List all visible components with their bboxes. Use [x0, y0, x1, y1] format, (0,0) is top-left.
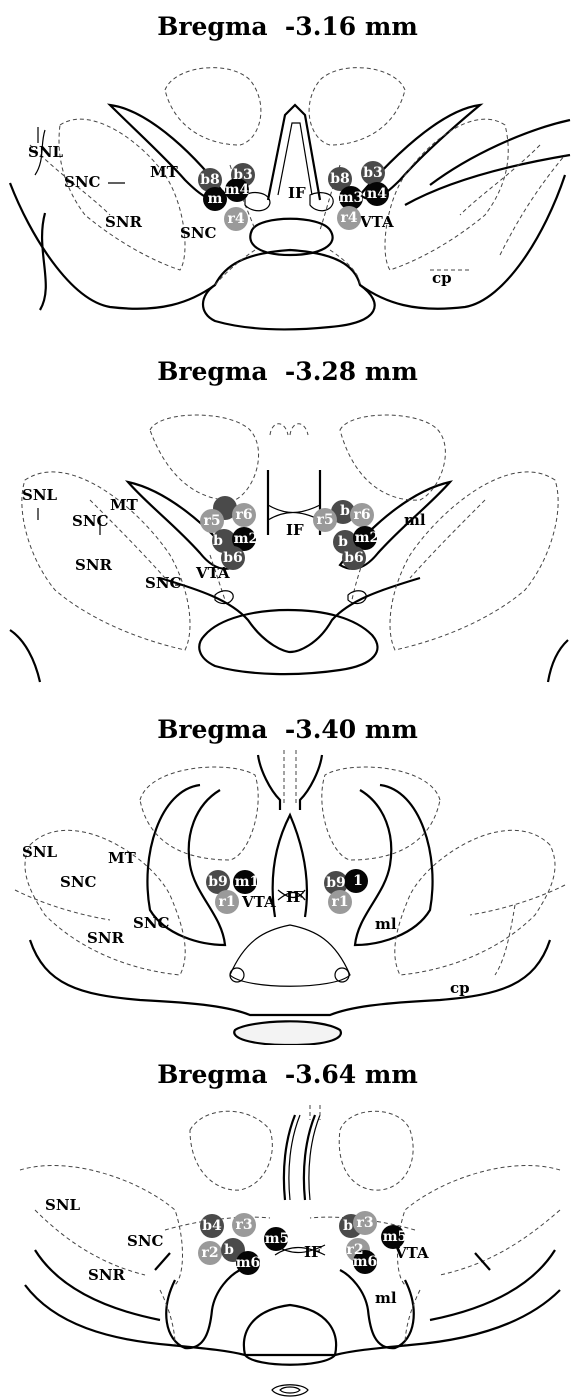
- marker-label: m: [208, 191, 223, 207]
- label-snr: SNR: [88, 1266, 126, 1284]
- marker-label: r5: [203, 513, 220, 529]
- marker-label: b: [224, 1242, 234, 1258]
- marker-label: r6: [235, 507, 252, 523]
- marker-label: m6: [236, 1255, 261, 1271]
- panel-title: Bregma -3.64 mm: [0, 1060, 575, 1089]
- label-snc: SNC: [72, 512, 109, 530]
- marker-label: r2: [201, 1245, 218, 1261]
- label-snl: SNL: [45, 1196, 81, 1214]
- label-snr: SNR: [87, 929, 125, 947]
- marker-label: r3: [235, 1217, 252, 1233]
- marker-label: r1: [218, 894, 235, 910]
- marker-label: b6: [344, 550, 364, 566]
- marker-label: b: [340, 503, 350, 519]
- label-snc: SNC: [64, 173, 101, 191]
- marker-label: b: [338, 534, 348, 550]
- marker-label: r1: [331, 894, 348, 910]
- label-cp: cp: [432, 269, 452, 287]
- label-snl: SNL: [28, 143, 64, 161]
- marker-label: m2: [355, 530, 380, 546]
- label-if: IF: [304, 1243, 322, 1261]
- marker-label: b6: [223, 550, 243, 566]
- marker-label: m2: [234, 531, 259, 547]
- label-mt: MT: [150, 163, 179, 181]
- label-snc: SNC: [127, 1232, 164, 1250]
- label-snc: SNC: [133, 914, 170, 932]
- marker-label: r4: [227, 211, 244, 227]
- marker-label: b9: [208, 874, 228, 890]
- panel-title: Bregma -3.28 mm: [0, 357, 575, 386]
- label-if: IF: [286, 521, 304, 539]
- label-vta: VTA: [241, 893, 276, 911]
- marker-label: m5: [265, 1231, 290, 1247]
- label-ml: ml: [404, 511, 426, 529]
- marker-label: m3: [339, 190, 364, 206]
- marker-label: b3: [363, 165, 383, 181]
- label-mt: MT: [108, 849, 137, 867]
- label-snl: SNL: [22, 486, 58, 504]
- label-ml: ml: [375, 915, 397, 933]
- marker-label: m5: [383, 1229, 408, 1245]
- label-snc: SNC: [60, 873, 97, 891]
- marker-label: b: [343, 1218, 353, 1234]
- brain-section-diagram: SNL MT SNC SNR SNC VTA IF ml r5 r6 b m2 …: [0, 390, 575, 690]
- marker-label: m4: [225, 182, 250, 198]
- marker-label: r4: [340, 210, 357, 226]
- label-snc: SNC: [145, 574, 182, 592]
- label-mt: MT: [110, 496, 139, 514]
- marker-label: r3: [356, 1215, 373, 1231]
- brain-section-diagram: SNL SNC SNR IF VTA ml b4 r3 r2 b m5 m6 b…: [0, 1100, 575, 1400]
- label-ml: ml: [375, 1289, 397, 1307]
- marker-label: b8: [200, 172, 220, 188]
- marker-label: r6: [353, 507, 370, 523]
- panel-bregma-316: Bregma -3.16 mm: [0, 0, 575, 345]
- marker-label: b8: [330, 171, 350, 187]
- label-if: IF: [286, 888, 304, 906]
- label-vta: VTA: [359, 213, 394, 231]
- panel-title: Bregma -3.16 mm: [0, 12, 575, 41]
- label-cp: cp: [450, 979, 470, 997]
- panel-title: Bregma -3.40 mm: [0, 715, 575, 744]
- brain-section-diagram: SNL SNC MT SNR SNC IF VTA cp b8 b3 m4 m …: [0, 45, 575, 345]
- brain-section-diagram: SNL MT SNC SNR SNC VTA IF ml cp b9 m1 r1…: [0, 745, 575, 1045]
- panel-bregma-340: Bregma -3.40 mm SNL MT SNC SNR SNC VT: [0, 690, 575, 1035]
- label-snr: SNR: [75, 556, 113, 574]
- marker-label: m6: [353, 1254, 378, 1270]
- panel-bregma-328: Bregma -3.28 mm SNL MT: [0, 345, 575, 690]
- label-snc: SNC: [180, 224, 217, 242]
- marker-label: b: [213, 533, 223, 549]
- label-snl: SNL: [22, 843, 58, 861]
- label-if: IF: [288, 184, 306, 202]
- marker-label: r5: [316, 512, 333, 528]
- marker-label: b9: [326, 875, 346, 891]
- marker-label: m1: [235, 874, 260, 890]
- label-snr: SNR: [105, 213, 143, 231]
- label-vta: VTA: [195, 564, 230, 582]
- marker-label: 1: [353, 873, 363, 889]
- marker-label: n4: [367, 186, 387, 202]
- marker-label: b4: [202, 1218, 222, 1234]
- panel-bregma-364: Bregma -3.64 mm SNL SNC: [0, 1035, 575, 1400]
- marker-label: b3: [233, 167, 253, 183]
